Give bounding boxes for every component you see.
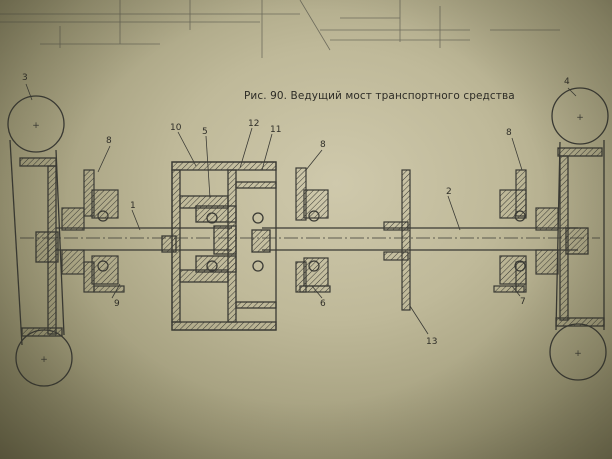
callout-8-left: 8	[106, 136, 112, 146]
callout-8-right: 8	[506, 128, 512, 138]
callout-1: 1	[130, 201, 136, 211]
callout-labels: 3 4 8 8 8 10 5 12 11 1 2 9 6 7 13	[22, 73, 570, 347]
center-bearing-housing	[295, 167, 331, 293]
callout-5: 5	[202, 127, 208, 137]
callout-8-center: 8	[320, 140, 326, 150]
leader-lines	[25, 83, 577, 335]
axle-shafts	[35, 227, 589, 263]
callout-7: 7	[520, 297, 526, 307]
right-wheel: + +	[549, 87, 609, 381]
differential-housing	[161, 161, 277, 331]
callout-3: 3	[22, 73, 28, 83]
svg-text:+: +	[32, 121, 40, 131]
left-bearing-housing	[61, 169, 125, 293]
callout-12: 12	[248, 119, 259, 129]
svg-text:+: +	[40, 355, 48, 365]
right-bearing-housing	[493, 169, 559, 293]
callout-13: 13	[426, 337, 437, 347]
callout-2: 2	[446, 187, 452, 197]
callout-10: 10	[170, 123, 182, 133]
callout-9: 9	[114, 299, 120, 309]
top-partial-drawing	[0, 0, 560, 58]
callout-11: 11	[270, 125, 281, 135]
figure-caption: Рис. 90. Ведущий мост транспортного сред…	[244, 90, 515, 102]
svg-text:+: +	[576, 113, 584, 123]
callout-6: 6	[320, 299, 326, 309]
svg-text:+: +	[574, 349, 582, 359]
callout-4: 4	[564, 77, 570, 87]
brake-disc	[383, 169, 411, 311]
